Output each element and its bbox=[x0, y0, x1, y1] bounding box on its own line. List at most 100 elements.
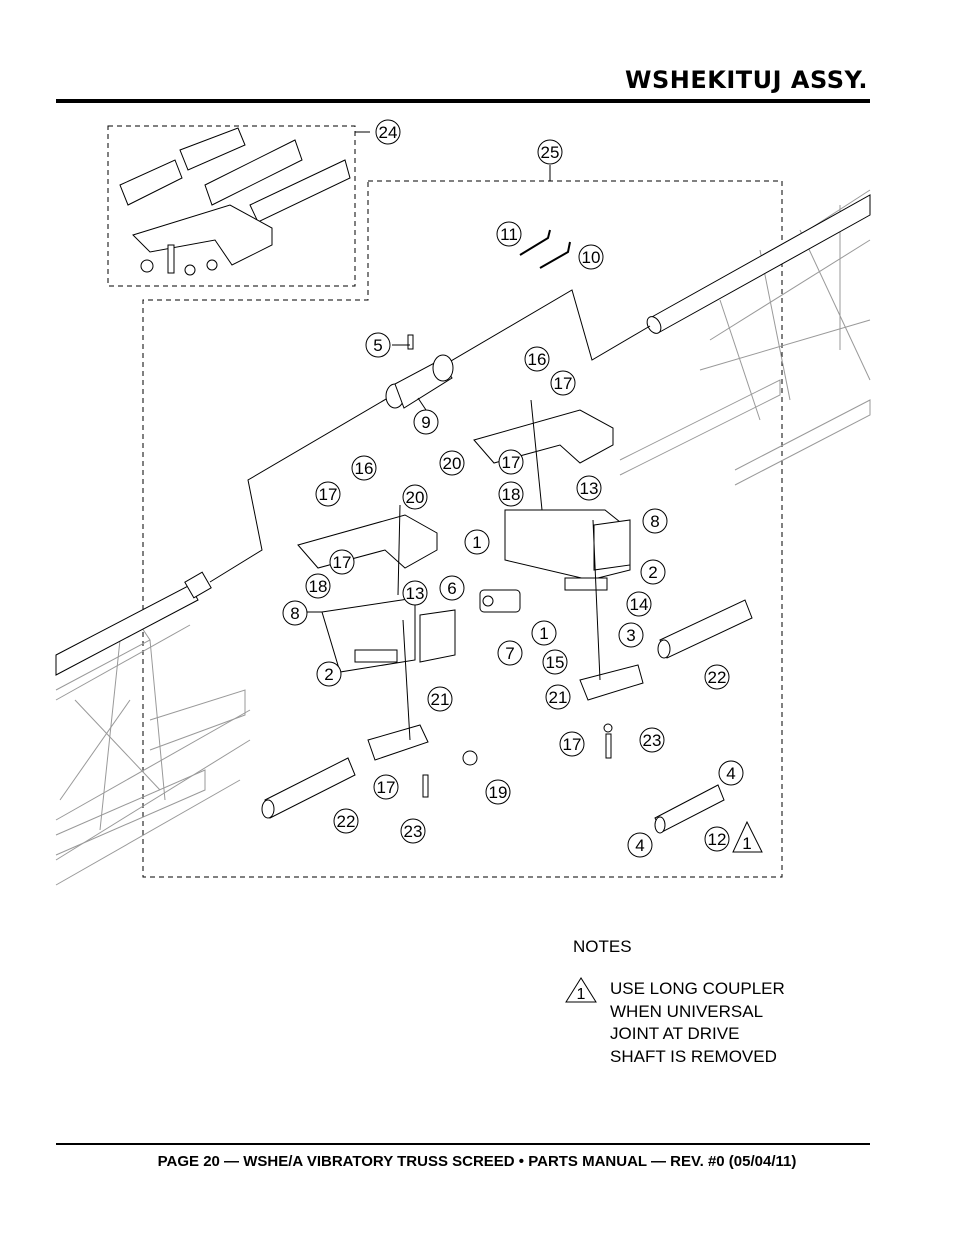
svg-text:16: 16 bbox=[355, 459, 374, 478]
universal-joint bbox=[354, 577, 613, 798]
footer-rule bbox=[56, 1143, 870, 1145]
svg-text:17: 17 bbox=[333, 553, 352, 572]
drive-shaft-right bbox=[646, 194, 871, 334]
hex-keys bbox=[519, 229, 571, 269]
svg-text:16: 16 bbox=[528, 350, 547, 369]
kit-24-box bbox=[107, 125, 356, 287]
callout-22: 22 bbox=[333, 808, 359, 834]
note-text: USE LONG COUPLER WHEN UNIVERSAL JOINT AT… bbox=[610, 978, 840, 1068]
svg-text:24: 24 bbox=[379, 123, 398, 142]
svg-text:20: 20 bbox=[406, 488, 425, 507]
svg-text:7: 7 bbox=[505, 644, 514, 663]
callout-17: 17 bbox=[315, 481, 341, 507]
callout-21: 21 bbox=[545, 684, 571, 710]
svg-text:17: 17 bbox=[563, 735, 582, 754]
callout-19: 19 bbox=[485, 779, 511, 805]
callout-25: 25 bbox=[537, 139, 563, 165]
svg-text:4: 4 bbox=[635, 836, 644, 855]
truss-left bbox=[55, 624, 251, 886]
callout-17: 17 bbox=[498, 449, 524, 475]
callout-14: 14 bbox=[626, 591, 652, 617]
svg-text:2: 2 bbox=[324, 665, 333, 684]
svg-text:21: 21 bbox=[431, 690, 450, 709]
drive-shaft-left bbox=[55, 571, 212, 676]
note-line: USE LONG COUPLER bbox=[610, 979, 785, 998]
callout-1: 1 bbox=[464, 529, 490, 555]
notes-title: NOTES bbox=[573, 937, 632, 956]
callout-4: 4 bbox=[627, 832, 653, 858]
callout-8: 8 bbox=[642, 508, 668, 534]
callout-8: 8 bbox=[282, 600, 308, 626]
callout-17: 17 bbox=[329, 549, 355, 575]
svg-text:13: 13 bbox=[580, 479, 599, 498]
svg-text:15: 15 bbox=[546, 653, 565, 672]
callout-16: 16 bbox=[524, 346, 550, 372]
svg-text:6: 6 bbox=[447, 579, 456, 598]
page-title: WSHEKITUJ ASSY. bbox=[625, 66, 868, 94]
svg-text:11: 11 bbox=[500, 225, 518, 244]
callouts: 24 25 11 10 5 16 17 9 20 17 18 13 16 8 1… bbox=[282, 119, 763, 858]
svg-text:17: 17 bbox=[377, 778, 396, 797]
callout-6: 6 bbox=[439, 575, 465, 601]
page-footer: PAGE 20 — WSHE/A VIBRATORY TRUSS SCREED … bbox=[157, 1153, 797, 1170]
svg-text:8: 8 bbox=[290, 604, 299, 623]
callout-21: 21 bbox=[427, 686, 453, 712]
callout-20: 20 bbox=[439, 450, 465, 476]
callout-3: 3 bbox=[618, 622, 644, 648]
svg-text:17: 17 bbox=[502, 453, 521, 472]
svg-text:18: 18 bbox=[309, 577, 328, 596]
svg-text:22: 22 bbox=[337, 812, 356, 831]
note-line: WHEN UNIVERSAL bbox=[610, 1001, 764, 1021]
callout-9: 9 bbox=[413, 409, 439, 435]
svg-text:20: 20 bbox=[443, 454, 462, 473]
callout-15: 15 bbox=[542, 649, 568, 675]
callout-10: 10 bbox=[578, 244, 604, 270]
svg-text:8: 8 bbox=[650, 512, 659, 531]
svg-text:17: 17 bbox=[554, 374, 573, 393]
svg-text:10: 10 bbox=[582, 248, 601, 267]
svg-text:22: 22 bbox=[708, 668, 727, 687]
brackets bbox=[297, 409, 631, 673]
kit-24-parts bbox=[119, 127, 351, 276]
svg-text:13: 13 bbox=[406, 584, 425, 603]
svg-text:19: 19 bbox=[489, 783, 508, 802]
callout-16: 16 bbox=[351, 455, 377, 481]
note-line: JOINT AT DRIVE bbox=[610, 1024, 740, 1043]
svg-text:23: 23 bbox=[643, 731, 662, 750]
svg-text:18: 18 bbox=[502, 485, 521, 504]
svg-text:1: 1 bbox=[539, 624, 548, 643]
svg-text:1: 1 bbox=[472, 533, 481, 552]
svg-text:1: 1 bbox=[577, 986, 586, 1003]
callout-17: 17 bbox=[373, 774, 399, 800]
svg-text:25: 25 bbox=[541, 143, 560, 162]
callout-4: 4 bbox=[718, 760, 744, 786]
header-rule bbox=[56, 99, 870, 103]
callout-23: 23 bbox=[639, 727, 665, 753]
callout-17: 17 bbox=[559, 731, 585, 757]
note-warning-triangle-icon: 1 bbox=[565, 977, 597, 1003]
callout-2: 2 bbox=[640, 559, 666, 585]
callout-13: 13 bbox=[576, 475, 602, 501]
svg-text:17: 17 bbox=[319, 485, 338, 504]
callout-23: 23 bbox=[400, 818, 426, 844]
callout-17: 17 bbox=[550, 370, 576, 396]
svg-text:2: 2 bbox=[648, 563, 657, 582]
svg-text:1: 1 bbox=[742, 834, 751, 853]
kit-25-box bbox=[142, 180, 783, 878]
clamps-and-shafts bbox=[261, 599, 753, 834]
callout-5: 5 bbox=[365, 332, 391, 358]
svg-text:4: 4 bbox=[726, 764, 735, 783]
callout-11: 11 bbox=[496, 221, 522, 247]
callout-18: 18 bbox=[498, 481, 524, 507]
callout-24: 24 bbox=[375, 119, 401, 145]
svg-text:9: 9 bbox=[421, 413, 430, 432]
callout-18: 18 bbox=[305, 573, 331, 599]
callout-13: 13 bbox=[402, 580, 428, 606]
callout-20: 20 bbox=[402, 484, 428, 510]
callout-1: 1 bbox=[531, 620, 557, 646]
svg-text:3: 3 bbox=[626, 626, 635, 645]
svg-text:5: 5 bbox=[373, 336, 382, 355]
callout-22: 22 bbox=[704, 664, 730, 690]
callout-2: 2 bbox=[316, 661, 342, 687]
